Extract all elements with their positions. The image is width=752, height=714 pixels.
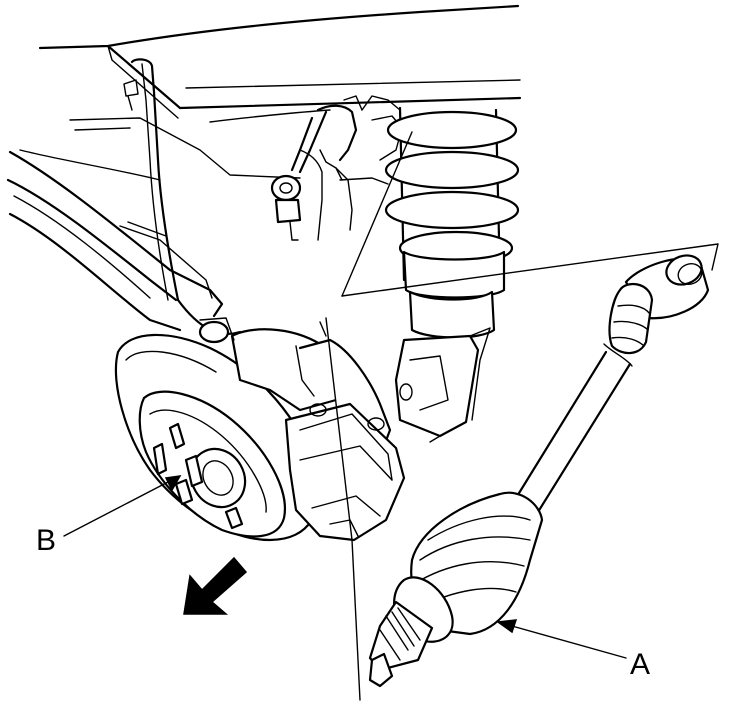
brake-caliper: [198, 317, 406, 542]
callout-a-arrowhead: [495, 619, 518, 634]
arrow-down-left-icon: [183, 556, 248, 615]
callout-leaders: [63, 475, 627, 659]
brake-hose: [123, 58, 242, 335]
brake-disc-hub: [114, 333, 320, 542]
callout-b-arrowhead: [164, 475, 182, 492]
driveshaft: [368, 254, 710, 688]
callout-a-leader: [511, 625, 627, 659]
lower-arm: [6, 150, 224, 332]
guide-lines: [325, 131, 719, 701]
vehicle-underbody: [19, 4, 522, 181]
callout-b-leader: [63, 481, 169, 537]
callout-b-label: B: [36, 524, 57, 557]
callout-a-label: A: [630, 648, 651, 681]
coil-spring-damper: [384, 106, 520, 443]
stabilizer-link: [270, 95, 403, 241]
